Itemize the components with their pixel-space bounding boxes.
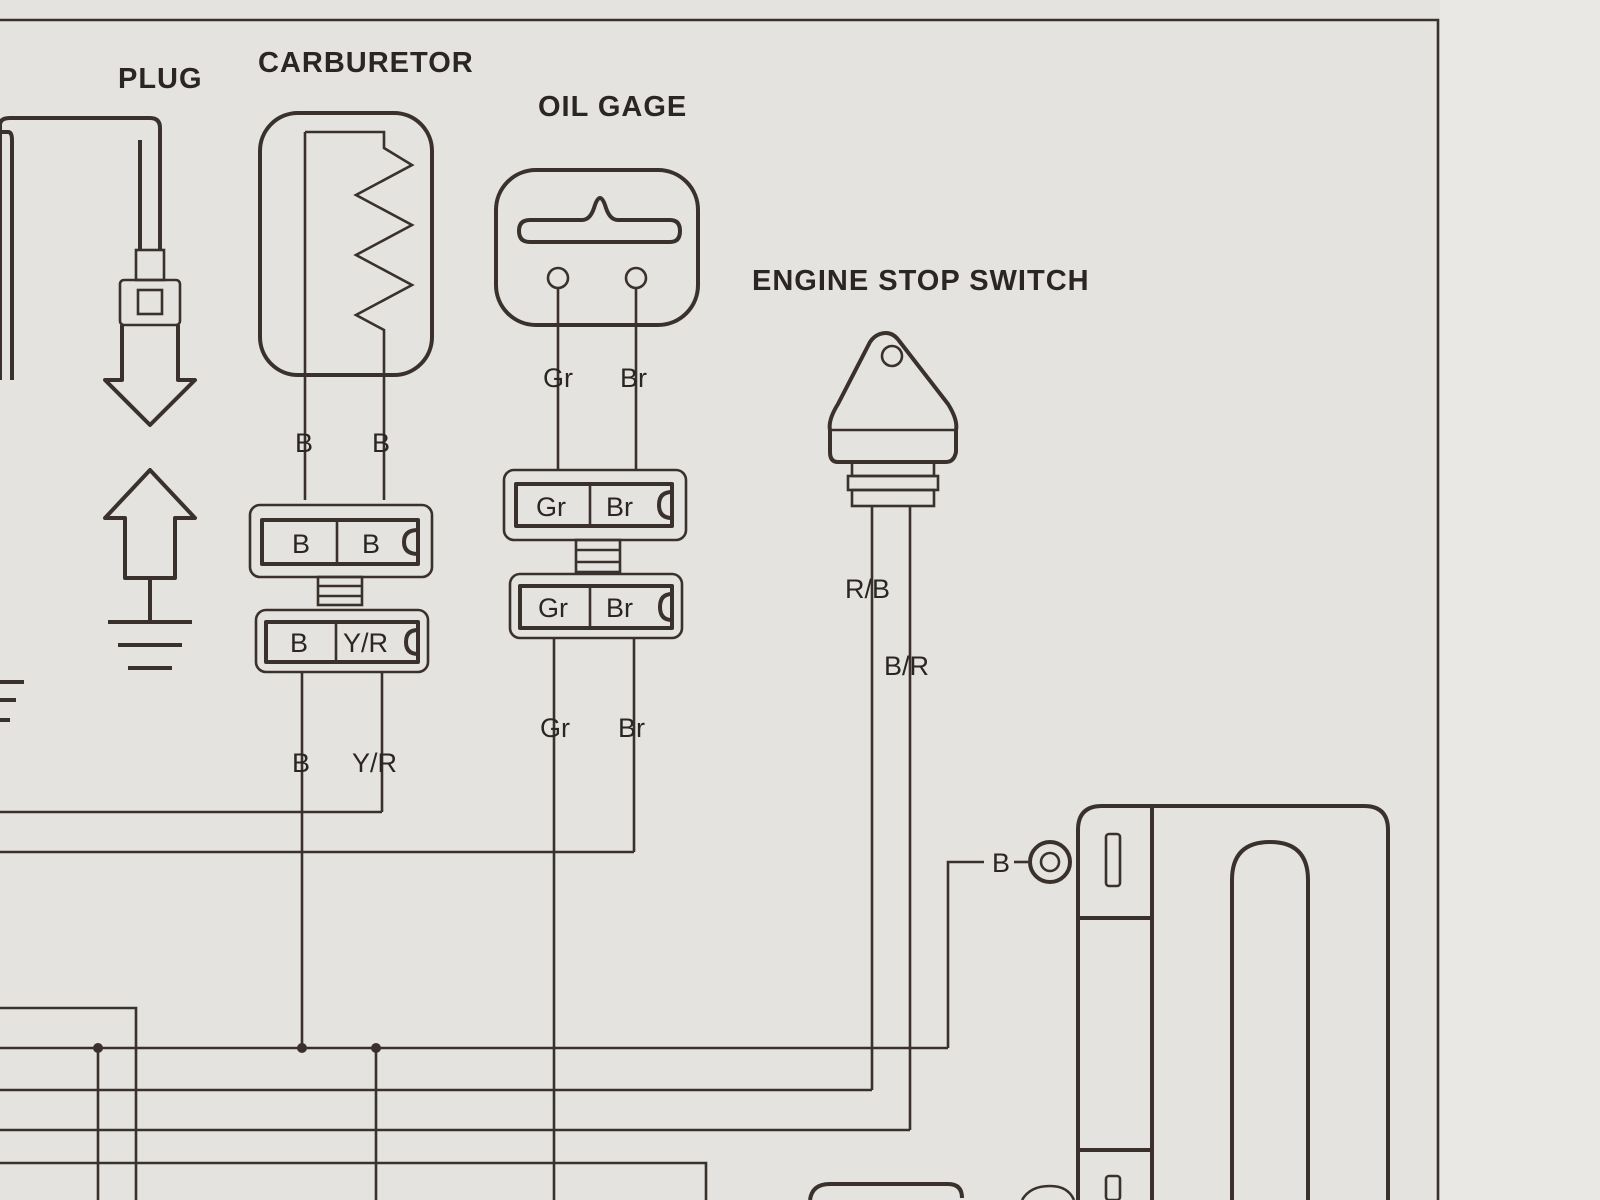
oil-coupler <box>574 538 622 574</box>
carb-wire-left-top: B <box>295 428 313 458</box>
carburetor-label: CARBURETOR <box>258 47 474 79</box>
oil-wire-left-bottom: Gr <box>540 713 570 743</box>
plug-label: PLUG <box>118 63 203 95</box>
ground-symbol <box>0 468 197 722</box>
ground-terminal-label: B <box>992 848 1010 878</box>
oil-wire-left-top: Gr <box>543 363 573 393</box>
ignition-unit <box>1076 804 1390 1200</box>
switch-wire-left: R/B <box>845 574 890 604</box>
carb-upper-pin-1: B <box>292 529 310 559</box>
carb-connector-lower <box>254 608 430 674</box>
spark-plug <box>0 116 197 427</box>
carb-wires-down <box>0 672 384 1048</box>
switch-wire-right: B/R <box>884 651 929 681</box>
partial-connector-bottom <box>808 1182 1076 1200</box>
carb-lower-pin-1: B <box>290 628 308 658</box>
carb-wire-right-top: B <box>372 428 390 458</box>
wire-harness <box>0 860 984 1200</box>
carburetor-body <box>258 111 434 500</box>
engine-stop-switch-label: ENGINE STOP SWITCH <box>752 265 1090 297</box>
oil-connector-lower <box>508 572 684 640</box>
carb-lower-pin-2: Y/R <box>343 628 388 658</box>
oil-lower-pin-2: Br <box>606 593 633 623</box>
ground-terminal <box>1014 840 1072 884</box>
diagram-frame <box>0 18 1440 1200</box>
oil-wire-right-top: Br <box>620 363 647 393</box>
oil-connector-upper <box>502 468 688 542</box>
engine-stop-switch-body <box>827 331 959 1130</box>
carb-upper-pin-2: B <box>362 529 380 559</box>
carb-coupler <box>316 575 364 607</box>
oil-gage-body <box>494 168 700 470</box>
oil-upper-pin-2: Br <box>606 492 633 522</box>
oil-gage-label: OIL GAGE <box>538 91 687 123</box>
carb-wire-right-bottom: Y/R <box>352 748 397 778</box>
oil-lower-pin-1: Gr <box>538 593 568 623</box>
oil-upper-pin-1: Gr <box>536 492 566 522</box>
oil-wires-down <box>0 638 636 1200</box>
oil-wire-right-bottom: Br <box>618 713 645 743</box>
carb-wire-left-bottom: B <box>292 748 310 778</box>
